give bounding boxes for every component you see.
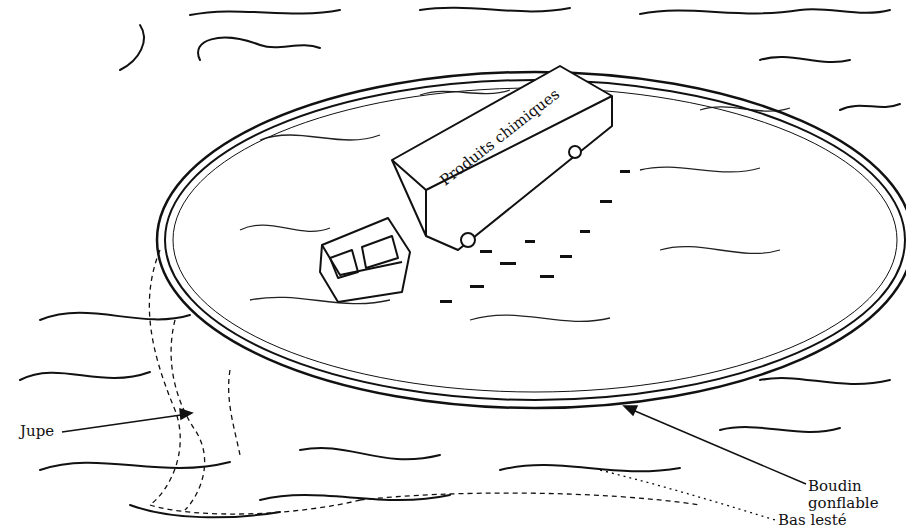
part-label: Bas lesté: [778, 512, 888, 529]
skirt: [149, 250, 700, 514]
truck: [320, 66, 612, 302]
part-label: Jupe: [20, 423, 80, 440]
part-label: Boudin gonflable: [808, 478, 898, 512]
spill-marks: [440, 170, 630, 303]
weighted-bottom-line: [600, 470, 775, 520]
leader-arrows: [62, 406, 806, 484]
